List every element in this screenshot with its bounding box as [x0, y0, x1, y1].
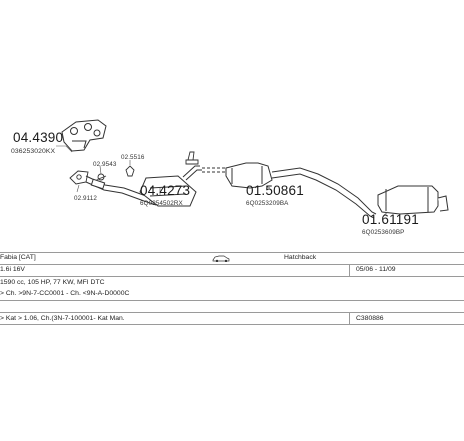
chassis-range: > Ch. >9N-7-CC0001 - Ch. <9N-A-D0000C — [0, 290, 130, 297]
exhaust-manifold — [61, 119, 107, 152]
table-rule — [0, 264, 464, 265]
system-code: C380886 — [356, 315, 384, 322]
part-number-catalyst: 04.4273 — [140, 183, 191, 198]
part-number-gasket: 02.9112 — [74, 195, 97, 202]
vehicle-model: Fabia [CAT] — [0, 254, 36, 261]
sensor-hanger — [185, 151, 199, 165]
engine-spec: 1590 cc, 105 HP, 77 KW, MFI DTC — [0, 279, 105, 286]
oem-number-manifold: 036253020KX — [11, 148, 56, 155]
intermediate-pipe — [202, 167, 226, 173]
middle-silencer — [225, 162, 377, 219]
oem-number-middle-silencer: 6Q0253209BA — [246, 200, 289, 207]
leader-lines — [56, 145, 389, 216]
oem-number-catalyst: 6Q0254502RX — [140, 200, 183, 207]
part-number-rear-silencer: 01.61191 — [362, 212, 419, 227]
table-rule — [0, 324, 464, 325]
table-divider — [349, 264, 350, 276]
oem-number-rear-silencer: 6Q0253609BP — [362, 229, 405, 236]
mount-part-1 — [95, 173, 107, 181]
car-icon — [212, 255, 230, 262]
engine-type: 1.6i 16V — [0, 266, 25, 273]
flange-gasket — [69, 170, 89, 185]
table-rule — [0, 252, 464, 253]
part-number-manifold: 04.4390 — [13, 130, 64, 145]
production-dates: 05/06 - 11/09 — [356, 266, 396, 273]
table-divider — [349, 312, 350, 324]
table-rule — [0, 276, 464, 277]
part-number-middle-silencer: 01.50861 — [246, 183, 304, 198]
catalyst-converter — [85, 165, 202, 207]
table-rule — [0, 312, 464, 313]
rear-silencer — [377, 185, 449, 215]
fitment-note: > Kat > 1.06, Ch.(3N-7-100001- Kat Man. — [0, 315, 125, 322]
part-number-mount-2: 02.5516 — [121, 154, 145, 161]
mount-part-2 — [125, 165, 135, 177]
part-number-mount-1: 02.9543 — [93, 161, 117, 168]
vehicle-body: Hatchback — [284, 254, 317, 261]
table-rule — [0, 300, 464, 301]
